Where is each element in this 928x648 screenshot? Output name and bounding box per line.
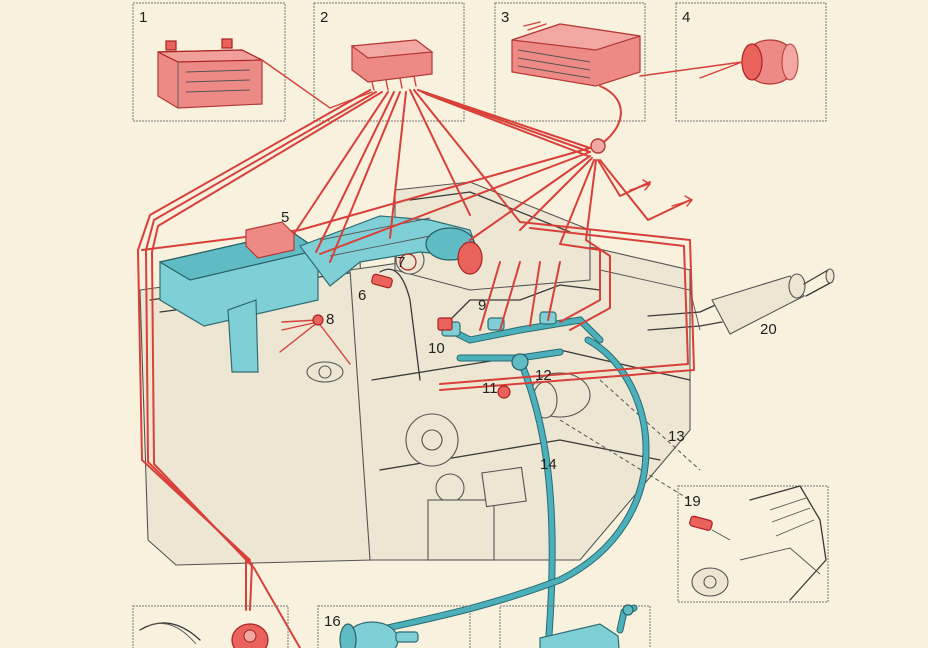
throttle-switch-component: 7 [397,241,483,275]
inset-sensor: 4 [675,2,827,122]
label-8: 8 [326,311,334,328]
label-7: 7 [397,254,405,271]
fuel-return-label: 13 [668,428,685,445]
label-12: 12 [535,367,552,384]
label-9: 9 [478,297,486,314]
sensor-11-component: 11 [482,380,511,399]
label-2: 2 [320,9,328,26]
cold-start-valve-component: 10 [428,317,453,357]
inset-bottom-right [499,604,651,648]
speed-sensor-icon [689,515,731,541]
label-6: 6 [358,287,366,304]
sensor-icon [699,39,799,85]
pressure-regulator-label: 12 [535,367,552,384]
label-11: 11 [482,380,498,397]
label-14: 14 [540,456,557,473]
fuel-filter-icon [539,604,638,648]
label-4: 4 [682,9,690,26]
engine-block-drawing [139,181,701,566]
fuel-feed-label: 14 [540,456,557,473]
label-19: 19 [684,493,701,510]
label-10: 10 [428,340,445,357]
inset-bottom-left [132,605,289,648]
fuel-pump-icon [339,621,419,648]
label-16: 16 [324,613,341,630]
label-1: 1 [139,9,147,26]
label-5: 5 [281,209,289,226]
label-13: 13 [668,428,685,445]
wiring-harness [137,59,743,648]
inset-battery: 1 [132,2,286,122]
label-20: 20 [760,321,777,338]
injector-9-component: 9 [478,297,486,314]
temp-sensor-component: 6 [358,273,393,304]
ecu-icon [511,21,641,87]
relay-component: 5 [245,209,295,259]
label-3: 3 [501,9,509,26]
control-unit-icon [350,39,434,91]
sensor-8-component: 8 [312,311,334,328]
inset-ecu: 3 [494,2,646,122]
inset-16: 16 [317,605,471,648]
battery-icon [157,38,263,109]
inset-control-unit: 2 [313,2,465,122]
fuel-lines [366,311,650,648]
inset-19: 19 [677,485,829,603]
exhaust-catalyst: 20 [647,268,835,338]
